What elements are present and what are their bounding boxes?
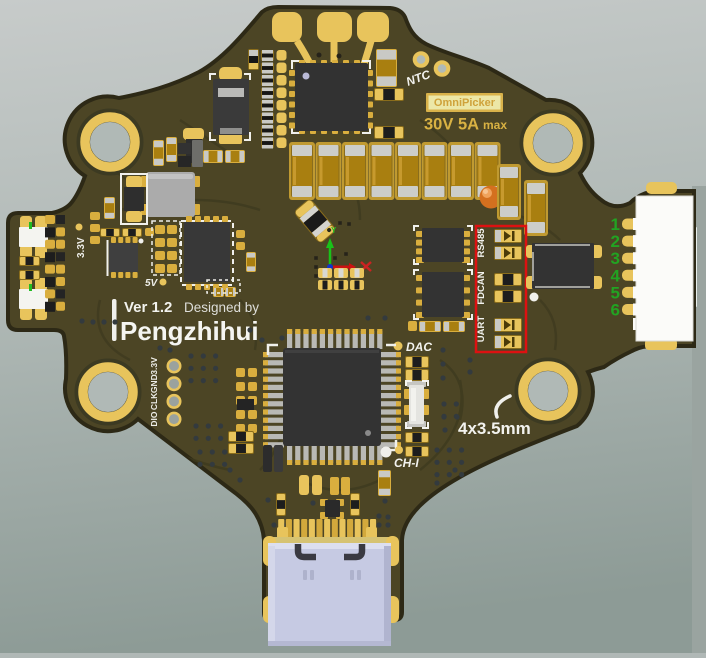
svg-text:UART: UART [476,316,487,343]
svg-text:5V: 5V [145,278,159,289]
svg-text:FDCAN: FDCAN [476,271,487,304]
svg-text:max: max [483,118,507,132]
svg-text:OmniPicker: OmniPicker [434,97,496,109]
svg-text:Designed by: Designed by [184,300,259,315]
svg-text:4: 4 [611,266,621,285]
svg-text:3: 3 [611,249,620,268]
svg-text:DIO: DIO [149,411,159,427]
svg-text:2: 2 [611,232,620,251]
svg-text:3.3V: 3.3V [76,237,87,258]
svg-text:Pengzhihui: Pengzhihui [120,316,259,346]
svg-text:GND: GND [149,374,159,393]
svg-text:3.3V: 3.3V [149,357,159,375]
svg-text:6: 6 [611,301,620,320]
svg-text:DAC: DAC [406,340,432,354]
svg-text:CLK: CLK [149,392,159,410]
svg-text:CH-I: CH-I [394,456,419,470]
svg-text:Ver 1.2: Ver 1.2 [124,299,172,316]
svg-text:RS485: RS485 [476,228,487,258]
svg-text:Y: Y [331,226,337,235]
svg-text:1: 1 [611,215,620,234]
svg-text:30V 5A: 30V 5A [424,116,479,134]
svg-text:4x3.5mm: 4x3.5mm [458,419,531,438]
svg-text:5: 5 [611,283,620,302]
